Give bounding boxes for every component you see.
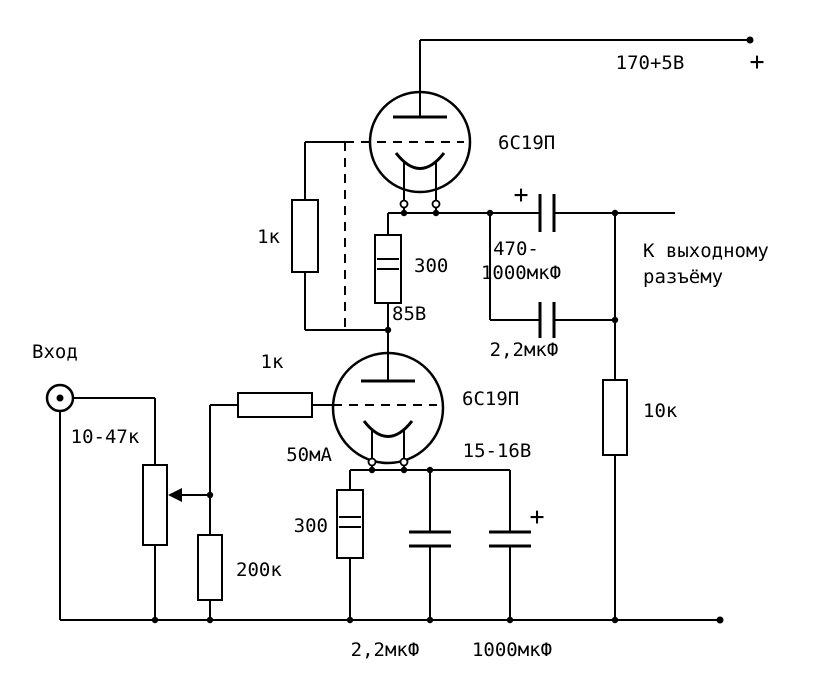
labels: 170+5В + 6С19П 6С19П 1к 300 85В + 470- 1…: [32, 47, 769, 661]
grid-dashed-wires: [333, 141, 464, 406]
output-film-cap-label: 2,2мкФ: [490, 339, 559, 361]
output-film-cap: [538, 302, 556, 338]
lower-tube-envelope: [331, 351, 445, 465]
upper-tube-label: 6С19П: [498, 132, 555, 154]
lower-tube-label: 6С19П: [462, 388, 519, 410]
upper-tube-pin: [399, 199, 409, 209]
lower-grid-resistor: [237, 392, 313, 418]
bottom-film-cap: [409, 530, 451, 548]
input-jack: [45, 383, 75, 413]
output-electrolytic-cap: [538, 194, 556, 232]
cathode-current-label: 50мА: [286, 444, 332, 466]
output-cap-value-line1: 470-: [493, 238, 539, 260]
bottom-electrolytic-cap: [489, 530, 531, 548]
bottom-electrolytic-cap-label: 1000мкФ: [472, 639, 552, 661]
input-label: Вход: [32, 341, 78, 363]
upper-tube-cathode: [394, 152, 446, 170]
load-resistor-label: 10к: [643, 400, 678, 422]
wiring: [59, 39, 750, 621]
lower-tube-cathode: [362, 420, 414, 438]
cathode-voltage-label: 15-16В: [463, 440, 532, 462]
wiper-arrow-icon: [168, 488, 182, 502]
lower-grid-resistor-label: 1к: [261, 351, 284, 373]
bottom-film-cap-label: 2,2мкФ: [351, 639, 420, 661]
output-text-line2: разъёму: [643, 266, 723, 288]
upper-cathode-resistor-label: 300: [414, 255, 448, 277]
output-text-line1: К выходному: [643, 240, 769, 262]
input-potentiometer: [142, 464, 210, 546]
junction-dots: [151, 36, 754, 624]
bypass-cap-polarity-plus: +: [529, 502, 544, 531]
lower-tube-pin: [367, 457, 377, 467]
supply-polarity-plus: +: [749, 47, 764, 76]
upper-grid-resistor: [291, 199, 319, 273]
load-resistor: [602, 379, 628, 456]
grid-leak-resistor: [197, 534, 223, 601]
supply-voltage-label: 170+5В: [616, 52, 685, 74]
lower-cathode-resistor-label: 300: [294, 515, 328, 537]
pot-value-label: 10-47к: [71, 426, 140, 448]
output-cap-polarity-plus: +: [513, 180, 528, 209]
lower-tube-pin: [399, 457, 409, 467]
grid-leak-resistor-label: 200к: [236, 559, 282, 581]
lower-cathode-resistor: [336, 489, 364, 559]
anode-node-voltage-label: 85В: [392, 303, 426, 325]
upper-grid-resistor-label: 1к: [257, 226, 280, 248]
upper-tube-pin: [431, 199, 441, 209]
output-cap-value-line2: 1000мкФ: [481, 262, 561, 284]
upper-tube-envelope: [368, 90, 472, 194]
upper-cathode-resistor: [374, 234, 402, 304]
